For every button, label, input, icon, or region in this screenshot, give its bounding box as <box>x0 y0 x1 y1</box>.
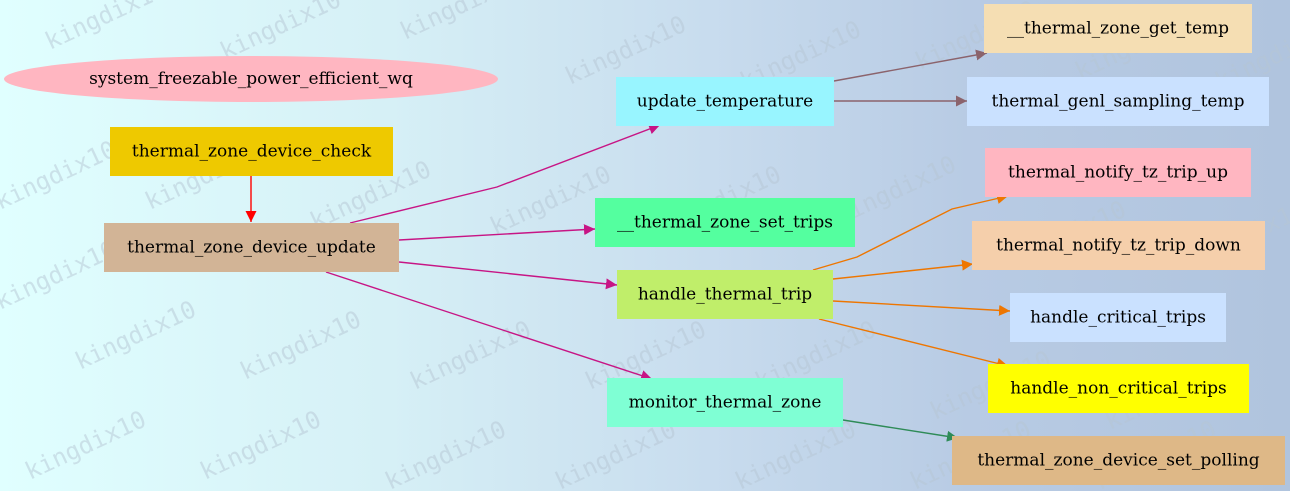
node-thermal_zone_device_update[interactable]: thermal_zone_device_update <box>104 223 399 272</box>
node-monitor_thermal_zone[interactable]: monitor_thermal_zone <box>607 378 843 427</box>
node-shape <box>972 221 1265 270</box>
node-thermal_notify_tz_trip_up[interactable]: thermal_notify_tz_trip_up <box>985 148 1251 197</box>
node-label: thermal_genl_sampling_temp <box>992 92 1245 112</box>
node-thermal_notify_tz_trip_down[interactable]: thermal_notify_tz_trip_down <box>972 221 1265 270</box>
edges <box>245 49 1011 442</box>
node-label: monitor_thermal_zone <box>629 393 822 413</box>
watermark-text: kingdix10 <box>236 305 366 385</box>
node-shape <box>110 127 393 176</box>
node-shape <box>952 436 1285 485</box>
node-label: handle_thermal_trip <box>638 285 812 305</box>
node-label: handle_non_critical_trips <box>1010 379 1227 399</box>
node-shape <box>984 4 1252 53</box>
edge-handle_thermal_trip-to-thermal_notify_tz_trip_up <box>812 193 1009 271</box>
node-shape <box>595 198 855 247</box>
node-thermal_zone_get_temp[interactable]: __thermal_zone_get_temp <box>984 4 1252 53</box>
node-handle_critical_trips[interactable]: handle_critical_trips <box>1010 293 1226 342</box>
edge-handle_thermal_trip-to-handle_critical_trips <box>832 300 1011 316</box>
node-label: thermal_zone_device_check <box>132 142 372 162</box>
edge-handle_thermal_trip-to-thermal_notify_tz_trip_down <box>832 259 974 280</box>
watermark-text: kingdix10 <box>0 235 120 315</box>
node-thermal_genl_sampling_temp[interactable]: thermal_genl_sampling_temp <box>967 77 1269 126</box>
watermark-text: kingdix10 <box>0 135 120 215</box>
watermark-text: kingdix10 <box>396 0 526 45</box>
node-handle_non_critical_trips[interactable]: handle_non_critical_trips <box>988 364 1249 413</box>
node-label: thermal_zone_device_update <box>127 238 376 258</box>
watermark-text: kingdix10 <box>406 315 536 395</box>
node-label: thermal_zone_device_set_polling <box>977 451 1259 471</box>
node-shape <box>617 270 833 319</box>
node-shape <box>607 378 843 427</box>
node-label: __thermal_zone_set_trips <box>617 213 833 233</box>
watermark-text: kingdix10 <box>21 405 151 485</box>
node-shape <box>104 223 399 272</box>
watermark-text: kingdix10 <box>196 405 326 485</box>
watermark-text: kingdix10 <box>216 0 346 65</box>
node-thermal_zone_device_set_polling[interactable]: thermal_zone_device_set_polling <box>952 436 1285 485</box>
edge-thermal_zone_device_update-to-update_temperature <box>349 123 661 224</box>
node-shape <box>985 148 1251 197</box>
node-label: update_temperature <box>637 92 813 112</box>
node-shape <box>988 364 1249 413</box>
edge-update_temperature-to-thermal_zone_get_temp <box>833 49 988 82</box>
node-shape <box>1010 293 1226 342</box>
node-system_freezable_power_efficient_wq[interactable]: system_freezable_power_efficient_wq <box>4 56 498 102</box>
node-thermal_zone_set_trips[interactable]: __thermal_zone_set_trips <box>595 198 855 247</box>
watermark-text: kingdix10 <box>381 415 511 491</box>
node-handle_thermal_trip[interactable]: handle_thermal_trip <box>617 270 833 319</box>
node-label: handle_critical_trips <box>1030 308 1206 328</box>
node-shape <box>616 77 834 126</box>
watermark-text: kingdix10 <box>41 0 171 55</box>
edge-handle_thermal_trip-to-handle_non_critical_trips <box>818 318 1009 369</box>
edge-thermal_zone_device_update-to-thermal_zone_set_trips <box>398 224 596 241</box>
node-label: thermal_notify_tz_trip_up <box>1008 163 1228 183</box>
node-label: __thermal_zone_get_temp <box>1007 19 1229 39</box>
edge-thermal_zone_device_update-to-handle_thermal_trip <box>398 261 618 290</box>
node-label: system_freezable_power_efficient_wq <box>89 69 413 89</box>
edge-thermal_zone_device_update-to-monitor_thermal_zone <box>325 271 653 381</box>
watermark-text: kingdix10 <box>71 295 201 375</box>
node-label: thermal_notify_tz_trip_down <box>996 236 1241 256</box>
node-shape <box>967 77 1269 126</box>
node-thermal_zone_device_check[interactable]: thermal_zone_device_check <box>110 127 393 176</box>
nodes: system_freezable_power_efficient_wqtherm… <box>4 4 1285 485</box>
node-shape <box>4 56 498 102</box>
edge-monitor_thermal_zone-to-thermal_zone_device_set_polling <box>842 419 959 442</box>
node-update_temperature[interactable]: update_temperature <box>616 77 834 126</box>
